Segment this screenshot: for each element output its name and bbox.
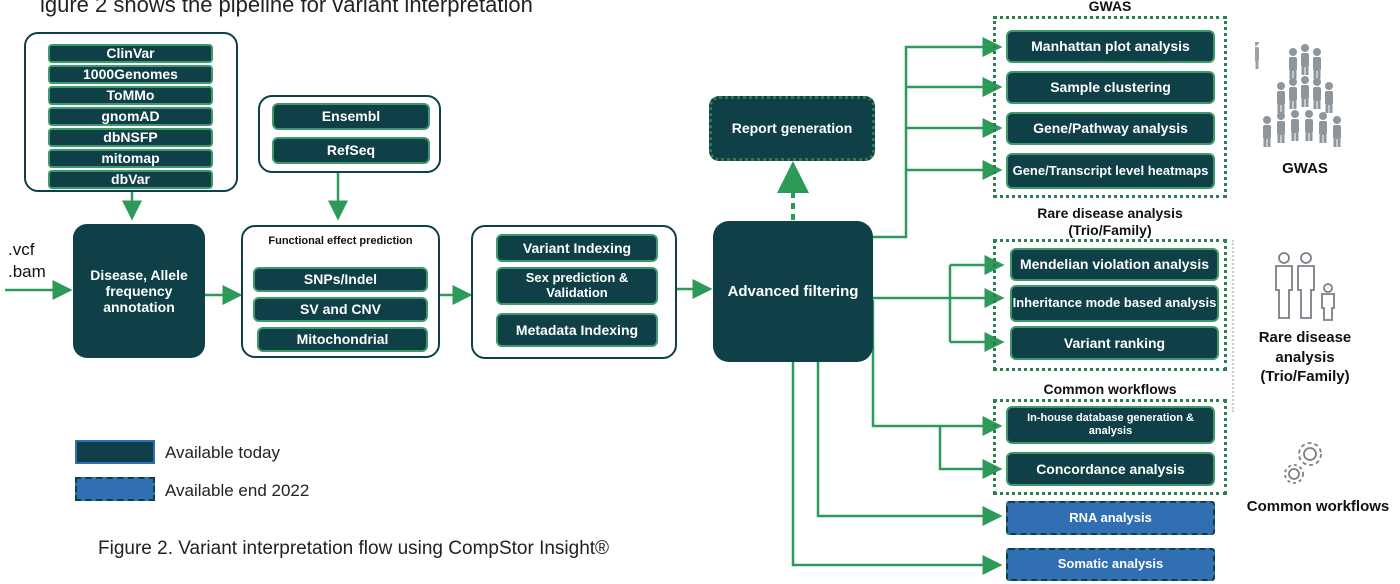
report-generation-box[interactable]: Report generation [709,96,875,161]
db-gnomad[interactable]: gnomAD [48,107,213,126]
sex-prediction-box[interactable]: Sex prediction & Validation [496,267,658,305]
disease-allele-annotation-box[interactable]: Disease, Allele frequency annotation [73,224,205,358]
inhouse-database-box[interactable]: In-house database generation & analysis [1006,406,1215,444]
figure-caption: Figure 2. Variant interpretation flow us… [98,538,610,559]
rare-disease-group [993,239,1227,371]
func-sv-cnv[interactable]: SV and CNV [253,297,428,322]
manhattan-plot-box[interactable]: Manhattan plot analysis [1006,30,1215,63]
mendelian-violation-box[interactable]: Mendelian violation analysis [1010,248,1219,281]
variant-indexing-box[interactable]: Variant Indexing [496,234,658,262]
db-mitomap[interactable]: mitomap [48,149,213,168]
concordance-analysis-box[interactable]: Concordance analysis [1006,452,1215,486]
family-icon [1275,252,1335,321]
somatic-analysis-box[interactable]: Somatic analysis [1006,548,1215,581]
func-mitochondrial[interactable]: Mitochondrial [257,327,428,352]
functional-effect-title: Functional effect prediction [268,235,413,247]
legend-planned-label: Available end 2022 [165,481,310,500]
rare-divider [1232,240,1234,412]
rna-analysis-box[interactable]: RNA analysis [1006,501,1215,535]
gwas-side-label: GWAS [1282,160,1328,177]
inheritance-mode-box[interactable]: Inheritance mode based analysis [1010,285,1219,322]
legend-planned-swatch [75,477,155,501]
legend-available-swatch [75,440,155,464]
top-caption: igure 2 shows the pipeline for variant i… [40,0,533,17]
input-bam: .bam [8,262,46,281]
gwas-group [993,16,1227,198]
metadata-indexing-box[interactable]: Metadata Indexing [496,313,658,347]
crowd-icon [1255,42,1341,147]
rare-side-label: Rare disease analysis (Trio/Family) [1258,329,1352,385]
rare-disease-group-title: Rare disease analysis (Trio/Family) [1037,205,1183,238]
input-vcf: .vcf [8,240,35,259]
legend-available-label: Available today [165,443,280,462]
db-clinvar[interactable]: ClinVar [48,44,213,63]
variant-ranking-box[interactable]: Variant ranking [1010,326,1219,360]
common-workflows-group-title: Common workflows [1043,381,1177,397]
source-ensembl[interactable]: Ensembl [272,103,430,130]
advanced-filtering-box[interactable]: Advanced filtering [713,221,873,362]
db-dbnsfp[interactable]: dbNSFP [48,128,213,147]
func-snps-indel[interactable]: SNPs/Indel [253,267,428,292]
gene-pathway-box[interactable]: Gene/Pathway analysis [1006,112,1215,145]
db-dbvar[interactable]: dbVar [48,170,213,189]
db-tommo[interactable]: ToMMo [48,86,213,105]
gwas-group-title: GWAS [1088,0,1132,14]
sample-clustering-box[interactable]: Sample clustering [1006,71,1215,104]
source-refseq[interactable]: RefSeq [272,137,430,164]
db-1000genomes[interactable]: 1000Genomes [48,65,213,84]
common-side-label: Common workflows [1246,498,1390,515]
common-workflows-group [993,399,1227,495]
gene-transcript-heatmaps-box[interactable]: Gene/Transcript level heatmaps [1006,153,1215,189]
gears-icon [1284,442,1322,484]
